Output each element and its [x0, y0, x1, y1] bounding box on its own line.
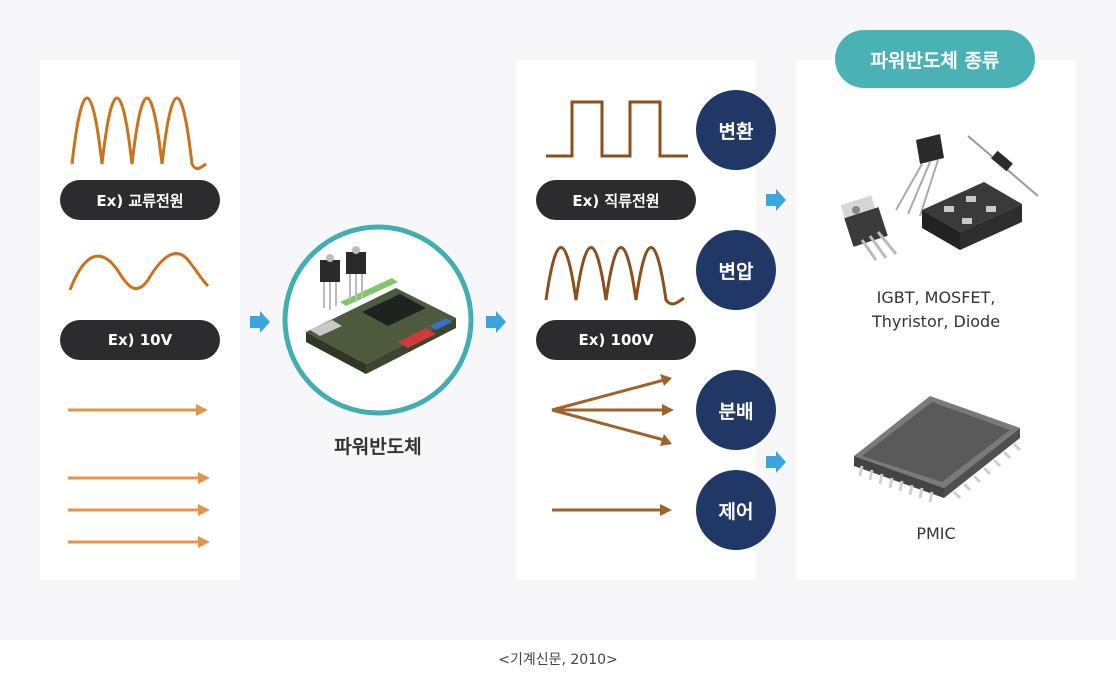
transistor-to92-icon	[895, 134, 944, 217]
ac-source-label: Ex) 교류전원	[60, 180, 220, 220]
high-voltage-wave	[544, 246, 685, 306]
discrete-types-label-1: IGBT, MOSFET,	[876, 288, 996, 307]
pmic-label: PMIC	[916, 524, 956, 543]
discrete-types-label-2: Thyristor, Diode	[871, 312, 1001, 331]
low-voltage-label: Ex) 10V	[60, 320, 220, 360]
single-current-arrow	[68, 404, 208, 416]
ac-wave	[70, 96, 207, 171]
circuit-board-icon	[306, 246, 456, 374]
control-badge: 제어	[696, 470, 776, 550]
control-arrow	[552, 504, 672, 516]
discrete-devices-illustration	[840, 134, 1039, 261]
high-voltage-label: Ex) 100V	[536, 320, 696, 360]
pmic-chip-icon	[854, 396, 1022, 503]
conversion-badge: 변환	[696, 90, 776, 170]
distribution-badge: 분배	[696, 370, 776, 450]
voltage-transform-badge: 변압	[696, 230, 776, 310]
transistor-to220-icon	[840, 195, 898, 261]
diode-icon	[967, 135, 1039, 197]
power-board-illustration	[282, 224, 474, 416]
source-caption: <기계신문, 2010>	[498, 651, 618, 668]
multi-current-arrows	[68, 472, 210, 548]
flow-arrow-2	[486, 311, 506, 333]
flow-arrow-3	[766, 189, 786, 211]
flow-arrow-4	[766, 451, 786, 473]
igbt-module-icon	[922, 182, 1022, 250]
flow-arrow-1	[250, 311, 270, 333]
low-voltage-wave	[68, 252, 210, 291]
power-semiconductor-label: 파워반도체	[334, 436, 422, 458]
dc-source-label: Ex) 직류전원	[536, 180, 696, 220]
types-title: 파워반도체 종류	[835, 30, 1035, 88]
distribution-arrows	[551, 374, 674, 446]
dc-square-wave	[546, 100, 688, 158]
pmic-chip-illustration	[854, 396, 1022, 503]
